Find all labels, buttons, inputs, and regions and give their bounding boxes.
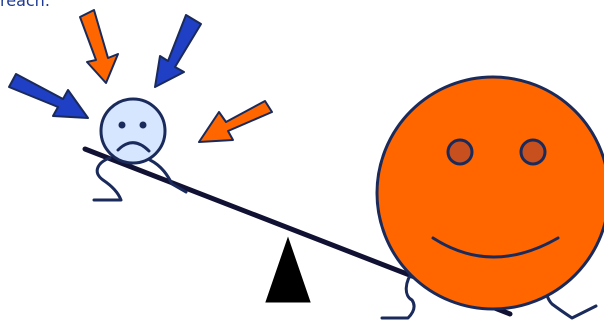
caption-text: reach. [0,0,50,10]
right-eye [139,121,147,129]
smile-mouth [431,236,560,259]
left-eye [118,121,126,129]
arrow-icon [198,100,273,143]
left-leg [92,156,123,202]
arrow-icon [79,9,119,84]
smiley-face-icon [375,75,604,311]
pressure-arrows [8,9,273,143]
fulcrum-icon [265,236,311,303]
frown-mouth [116,141,151,153]
right-eye [519,138,547,166]
sad-face-icon [99,97,167,165]
arrow-icon [8,73,89,119]
left-eye [446,138,474,166]
arrow-icon [154,14,202,88]
small-sad-figure [92,97,188,202]
big-smiling-figure [375,75,604,320]
right-leg [148,158,188,194]
left-leg [380,268,416,320]
